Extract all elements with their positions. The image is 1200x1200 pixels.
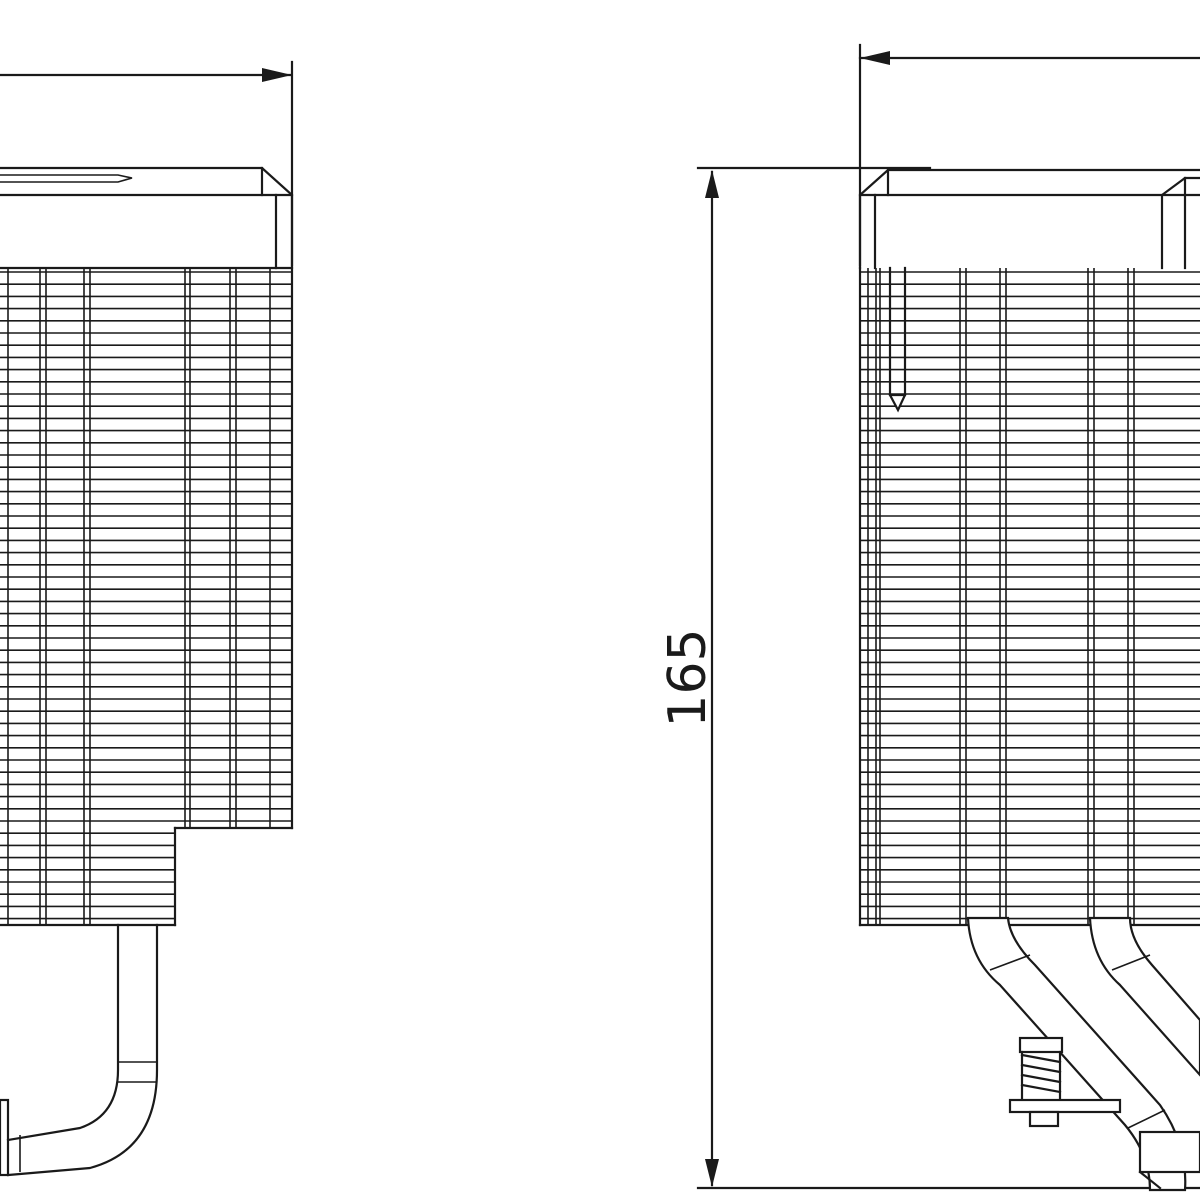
right-view: 165 (658, 43, 1200, 1192)
left-heat-pipe (0, 923, 159, 1177)
left-view (0, 60, 294, 1177)
mounting-spring-screw (1008, 1036, 1122, 1128)
right-width-dimension (858, 43, 1200, 267)
right-fin-stack (858, 266, 1200, 927)
left-width-dimension (0, 60, 294, 267)
right-base-plate (1138, 1130, 1200, 1190)
right-heat-pipes (966, 916, 1200, 1192)
height-dimension: 165 (658, 166, 1200, 1190)
left-fin-stack (0, 266, 294, 927)
height-dimension-label: 165 (658, 628, 718, 727)
right-fin-clip (888, 266, 907, 413)
right-top-cap (858, 168, 1200, 270)
left-top-cap (0, 166, 294, 270)
